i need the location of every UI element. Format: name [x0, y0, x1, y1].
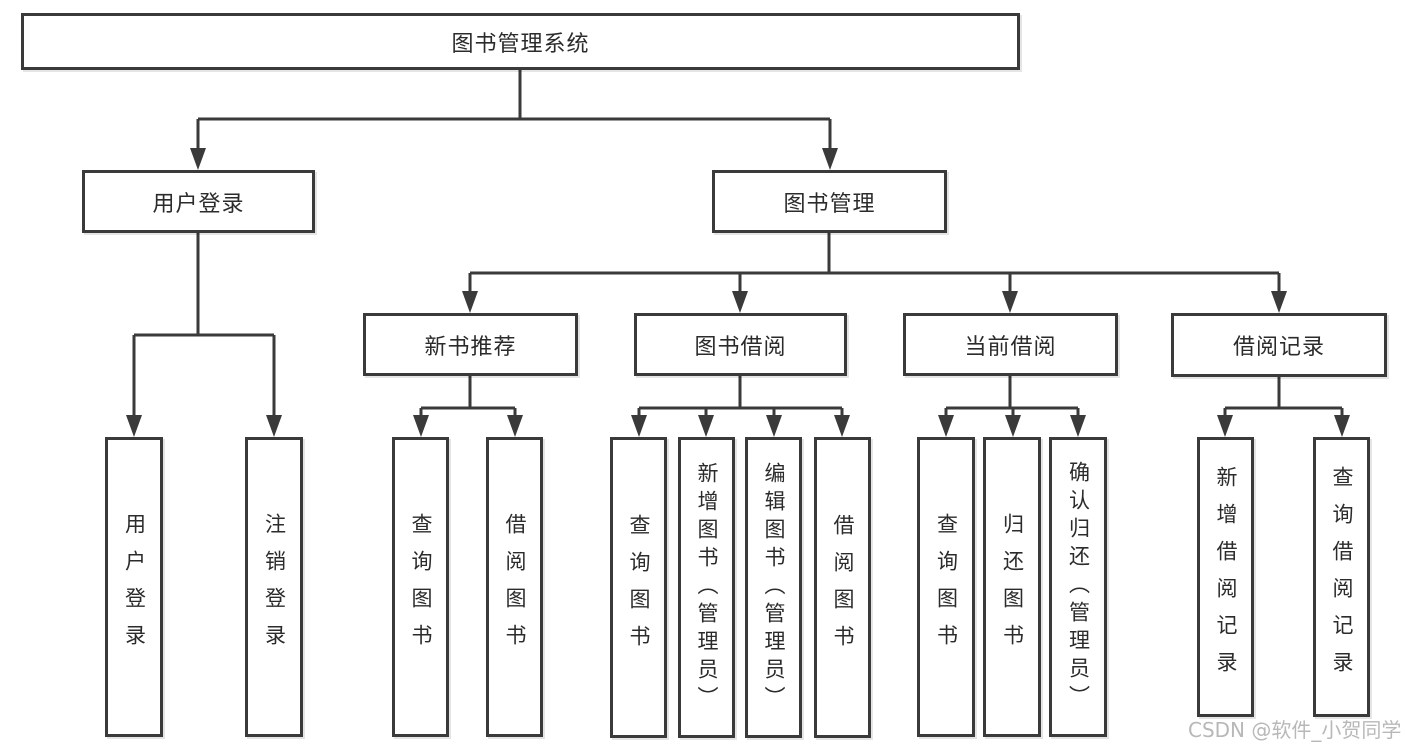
- node-user-login: 用户登录: [82, 170, 315, 233]
- node-book-management-label: 图书管理: [783, 191, 876, 217]
- leaf-edit-books-admin: 编辑图书（管理员）: [745, 437, 802, 738]
- leaf-logout: 注销登录: [245, 437, 303, 737]
- leaf-confirm-return-admin: 确认归还（管理员）: [1049, 437, 1107, 737]
- leaf-add-books-admin-label: 新增图书（管理员）: [695, 461, 719, 714]
- leaf-edit-books-admin-label: 编辑图书（管理员）: [762, 461, 786, 714]
- leaf-borrow-books-recommend-label: 借阅图书: [503, 513, 527, 661]
- leaf-add-borrow-record-label: 新增借阅记录: [1214, 466, 1238, 688]
- node-new-book-recommend-label: 新书推荐: [424, 334, 517, 360]
- node-current-borrowing: 当前借阅: [903, 313, 1118, 376]
- leaf-query-books-recommend: 查询图书: [392, 437, 449, 737]
- leaf-add-books-admin: 新增图书（管理员）: [678, 437, 735, 738]
- leaf-add-borrow-record: 新增借阅记录: [1197, 437, 1254, 717]
- node-book-borrowing: 图书借阅: [634, 313, 847, 376]
- leaf-confirm-return-admin-label: 确认归还（管理员）: [1066, 461, 1091, 713]
- arrowheads: [126, 148, 1350, 437]
- leaf-query-borrow-record: 查询借阅记录: [1313, 437, 1370, 717]
- leaf-query-books-recommend-label: 查询图书: [409, 513, 433, 661]
- node-new-book-recommend: 新书推荐: [363, 313, 578, 376]
- leaf-logout-label: 注销登录: [262, 513, 287, 661]
- csdn-watermark: CSDN @软件_小贺同学: [1188, 718, 1402, 742]
- leaf-return-books-label: 归还图书: [1000, 513, 1025, 661]
- node-library-system: 图书管理系统: [21, 13, 1020, 70]
- leaf-query-books-current-label: 查询图书: [934, 513, 959, 661]
- connector-path: [132, 70, 1344, 419]
- node-library-system-label: 图书管理系统: [451, 31, 590, 57]
- node-current-borrowing-label: 当前借阅: [964, 334, 1057, 360]
- leaf-user-login-label: 用户登录: [122, 513, 147, 661]
- leaf-borrow-books-label: 借阅图书: [831, 513, 855, 662]
- leaf-query-books-borrowing: 查询图书: [610, 437, 667, 738]
- leaf-query-borrow-record-label: 查询借阅记录: [1330, 466, 1354, 688]
- leaf-query-books-current: 查询图书: [917, 437, 975, 737]
- node-borrowing-records: 借阅记录: [1171, 313, 1387, 377]
- leaf-return-books: 归还图书: [983, 437, 1041, 737]
- leaf-query-books-borrowing-label: 查询图书: [627, 513, 651, 662]
- node-user-login-label: 用户登录: [152, 191, 245, 217]
- node-book-management: 图书管理: [712, 170, 947, 233]
- node-borrowing-records-label: 借阅记录: [1232, 335, 1325, 360]
- leaf-borrow-books: 借阅图书: [814, 437, 871, 738]
- node-book-borrowing-label: 图书借阅: [694, 334, 787, 360]
- leaf-borrow-books-recommend: 借阅图书: [486, 437, 543, 737]
- leaf-user-login: 用户登录: [105, 437, 163, 737]
